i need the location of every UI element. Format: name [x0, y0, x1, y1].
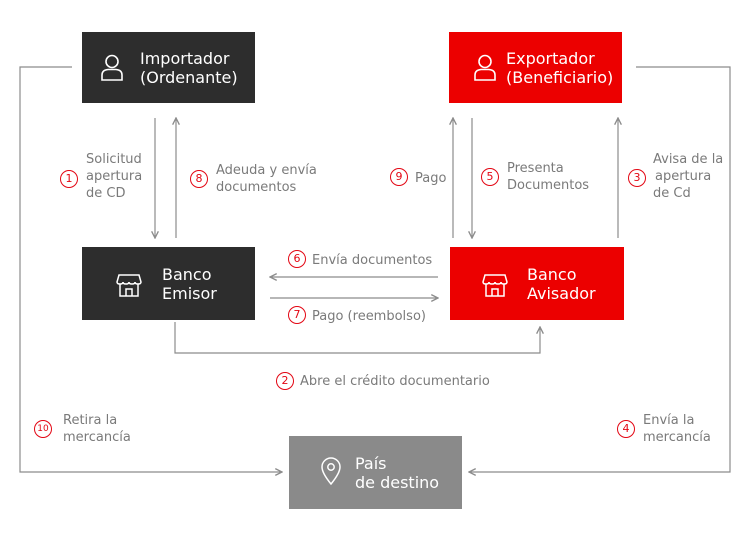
- step-label-3-line: apertura: [655, 169, 712, 184]
- step-number-4: 4: [617, 420, 635, 438]
- user-icon: [474, 54, 496, 81]
- step-label-1-line: de CD: [86, 186, 126, 201]
- step-label-2-line: Abre el crédito documentario: [300, 374, 490, 389]
- node-importador-title: Importador (Ordenante): [140, 49, 238, 87]
- node-banco-avisador-title: Banco Avisador: [527, 265, 596, 303]
- node-exportador-title: Exportador (Beneficiario): [506, 49, 613, 87]
- step-number-10: 10: [34, 420, 52, 438]
- step-label-10: Retira la mercancía: [63, 412, 131, 446]
- step-label-3-line: de Cd: [653, 186, 691, 201]
- user-icon: [101, 54, 123, 81]
- step-number-9: 9: [390, 168, 408, 186]
- step-label-1-line: apertura: [86, 169, 143, 184]
- node-banco-avisador-line1: Banco: [527, 265, 577, 284]
- step-label-10-line: Retira la: [63, 413, 118, 428]
- step-label-3-line: Avisa de la: [653, 152, 724, 167]
- node-banco-emisor: Banco Emisor: [82, 247, 255, 320]
- node-pais-destino: País de destino: [289, 436, 462, 509]
- step-label-4-line: Envía la: [643, 413, 695, 428]
- step-number-1: 1: [60, 170, 78, 188]
- step-label-9-line: Pago: [415, 171, 447, 186]
- bank-icon: [482, 274, 508, 297]
- step-label-5-line: Documentos: [507, 178, 590, 193]
- step-label-4-line: mercancía: [643, 430, 711, 445]
- step-label-7-line: Pago (reembolso): [312, 309, 426, 324]
- step-number-8: 8: [190, 170, 208, 188]
- step-label-7: Pago (reembolso): [312, 308, 426, 325]
- node-banco-emisor-line1: Banco: [162, 265, 212, 284]
- arrow-step-10: [19, 66, 282, 472]
- node-banco-emisor-line2: Emisor: [162, 284, 217, 303]
- step-number-7: 7: [288, 306, 306, 324]
- step-number-2: 2: [276, 372, 294, 390]
- node-pais-destino-line2: de destino: [355, 473, 440, 492]
- step-number-6: 6: [288, 250, 306, 268]
- bank-icon: [116, 274, 142, 297]
- step-number-5: 5: [481, 168, 499, 186]
- node-banco-avisador-line2: Avisador: [527, 284, 596, 303]
- step-label-1-line: Solicitud: [86, 152, 142, 167]
- step-label-2: Abre el crédito documentario: [300, 373, 490, 390]
- step-label-1: Solicitud apertura de CD: [86, 151, 142, 202]
- node-banco-emisor-title: Banco Emisor: [162, 265, 217, 303]
- node-exportador-line2: (Beneficiario): [506, 68, 614, 87]
- step-label-8: Adeuda y envía documentos: [216, 162, 317, 196]
- step-label-5: Presenta Documentos: [507, 160, 589, 194]
- node-exportador-line1: Exportador: [506, 49, 595, 68]
- node-banco-avisador: Banco Avisador: [450, 247, 624, 320]
- step-label-4: Envía la mercancía: [643, 412, 711, 446]
- node-importador-line2: (Ordenante): [140, 68, 238, 87]
- step-number-3: 3: [628, 169, 646, 187]
- step-label-10-line: mercancía: [63, 430, 131, 445]
- node-importador: Importador (Ordenante): [82, 32, 255, 103]
- step-label-9: Pago: [415, 170, 446, 187]
- step-label-5-line: Presenta: [507, 161, 564, 176]
- step-label-6: Envía documentos: [312, 252, 432, 269]
- step-label-3: Avisa de la apertura de Cd: [653, 151, 723, 202]
- node-exportador: Exportador (Beneficiario): [449, 32, 622, 103]
- arrow-step-2: [174, 322, 540, 354]
- step-label-6-line: Envía documentos: [312, 253, 433, 268]
- node-pais-destino-line1: País: [355, 454, 387, 473]
- node-importador-line1: Importador: [140, 49, 230, 68]
- step-label-8-line: documentos: [216, 180, 297, 195]
- location-pin-icon: [321, 457, 341, 486]
- node-pais-destino-title: País de destino: [355, 454, 439, 492]
- step-label-8-line: Adeuda y envía: [216, 163, 317, 178]
- arrow-step-4: [469, 66, 731, 472]
